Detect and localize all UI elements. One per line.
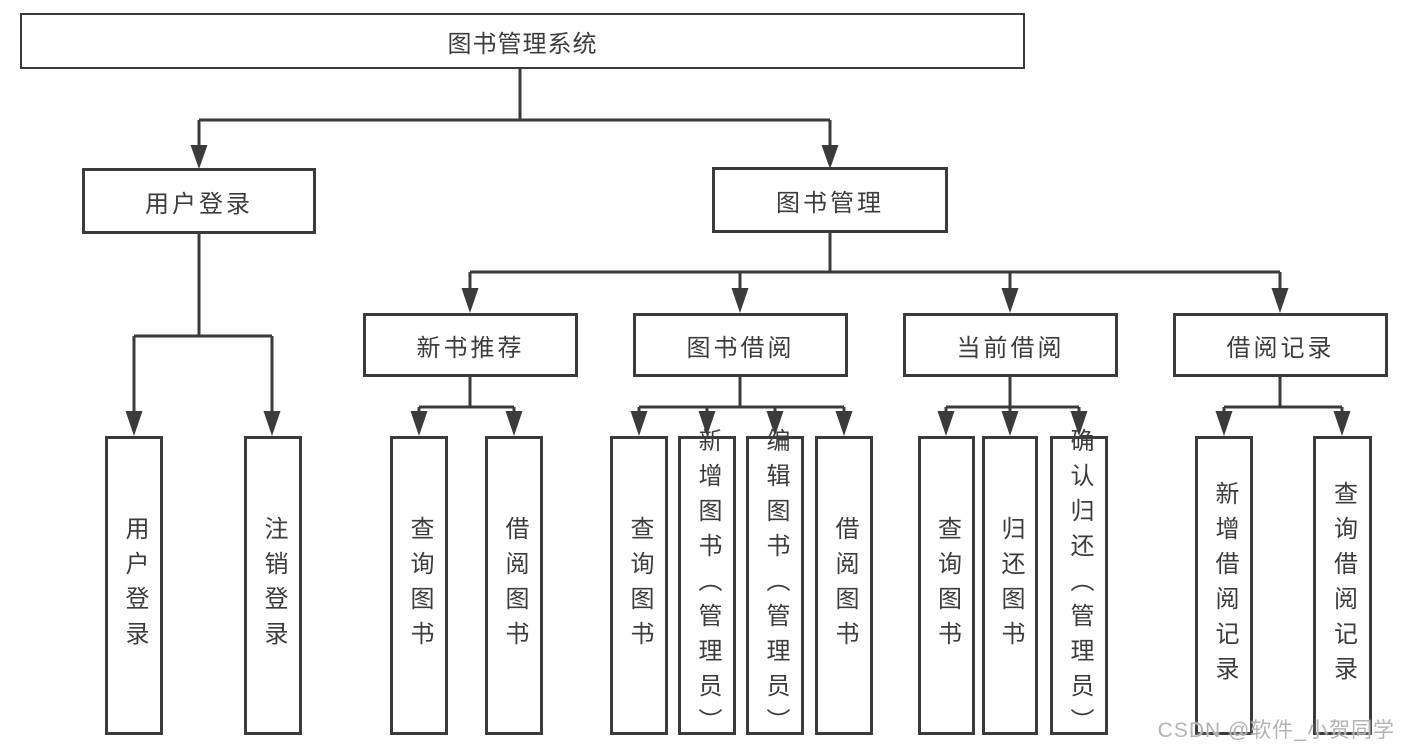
leaf-br-query-record-label: 查询借阅记录 bbox=[1329, 480, 1357, 691]
leaf-bb-edit-book-admin: 编辑图书（管理员） bbox=[746, 428, 804, 743]
leaf-br-add-record: 新增借阅记录 bbox=[1195, 436, 1253, 735]
node-user-login: 用户登录 bbox=[82, 168, 316, 234]
connector-user-login bbox=[132, 233, 274, 411]
leaf-rec-borrow-book-label: 借阅图书 bbox=[501, 515, 528, 656]
leaf-rec-query-book-label: 查询图书 bbox=[406, 515, 433, 656]
leaf-br-add-record-label: 新增借阅记录 bbox=[1211, 480, 1238, 691]
leaf-rec-query-book: 查询图书 bbox=[390, 436, 448, 735]
leaf-logout: 注销登录 bbox=[244, 436, 302, 735]
arrowheads bbox=[125, 145, 1351, 436]
leaf-rec-borrow-book: 借阅图书 bbox=[485, 436, 543, 735]
connector-new-book-rec bbox=[417, 377, 516, 411]
node-current-borrowing: 当前借阅 bbox=[903, 313, 1118, 377]
connector-current-borrow bbox=[944, 377, 1081, 411]
leaf-bb-edit-book-admin-label: 编辑图书（管理员） bbox=[762, 428, 789, 743]
leaf-br-query-record: 查询借阅记录 bbox=[1313, 436, 1372, 735]
leaf-user-login: 用户登录 bbox=[105, 436, 163, 735]
leaf-cb-query-book-label: 查询图书 bbox=[933, 515, 961, 656]
leaf-cb-return-book: 归还图书 bbox=[982, 436, 1038, 735]
node-borrowing-records: 借阅记录 bbox=[1173, 313, 1388, 377]
node-book-management: 图书管理 bbox=[712, 167, 948, 233]
csdn-watermark: CSDN @软件_小贺同学 bbox=[1157, 719, 1395, 742]
leaf-bb-add-book-admin: 新增图书（管理员） bbox=[678, 428, 736, 743]
leaf-bb-add-book-admin-label: 新增图书（管理员） bbox=[694, 428, 721, 743]
node-book-borrowing: 图书借阅 bbox=[633, 313, 848, 377]
leaf-cb-confirm-return-admin-label: 确认归还（管理员） bbox=[1066, 428, 1093, 743]
leaf-bb-borrow-book: 借阅图书 bbox=[815, 436, 873, 735]
leaf-cb-return-book-label: 归还图书 bbox=[997, 515, 1024, 656]
leaf-bb-borrow-book-label: 借阅图书 bbox=[831, 515, 858, 656]
node-new-book-recommendation: 新书推荐 bbox=[363, 313, 578, 377]
leaf-cb-query-book: 查询图书 bbox=[918, 436, 975, 735]
leaf-bb-query-book: 查询图书 bbox=[610, 436, 668, 735]
leaf-logout-label: 注销登录 bbox=[260, 515, 287, 656]
connector-book-borrow bbox=[637, 377, 846, 411]
connector-borrow-record bbox=[1222, 377, 1344, 411]
connector-book-mgmt bbox=[468, 232, 1282, 288]
leaf-user-login-label: 用户登录 bbox=[121, 515, 148, 656]
node-library-management-system: 图书管理系统 bbox=[20, 13, 1025, 69]
connector-root bbox=[197, 68, 832, 145]
leaf-cb-confirm-return-admin: 确认归还（管理员） bbox=[1050, 428, 1108, 743]
leaf-bb-query-book-label: 查询图书 bbox=[626, 515, 653, 656]
